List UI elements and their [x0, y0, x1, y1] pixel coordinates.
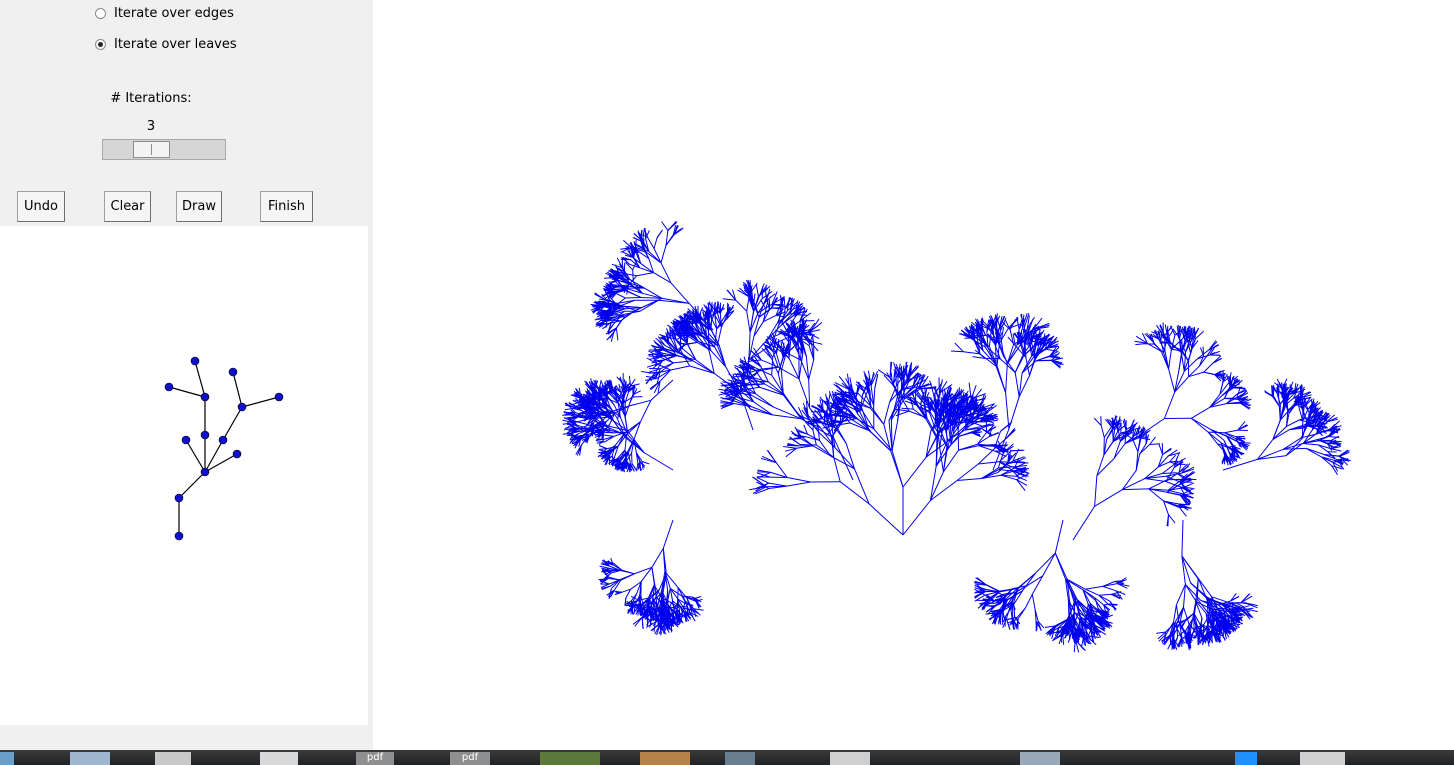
- iterations-label: # Iterations:: [110, 91, 192, 106]
- taskbar: pdf pdf: [0, 750, 1454, 765]
- taskbar-app-icon[interactable]: [830, 752, 870, 765]
- taskbar-pdf-item[interactable]: pdf: [450, 752, 490, 765]
- taskbar-app-icon[interactable]: [155, 752, 191, 765]
- fractal-drawing: [562, 221, 1351, 653]
- taskbar-app-icon[interactable]: [260, 752, 298, 765]
- radio-label-edges: Iterate over edges: [114, 5, 234, 21]
- taskbar-app-icon[interactable]: [1020, 752, 1060, 765]
- draw-button[interactable]: Draw: [176, 191, 222, 222]
- control-panel: Iterate over edges Iterate over leaves #…: [0, 0, 373, 750]
- seed-tree-graph[interactable]: [0, 226, 368, 725]
- iterations-slider[interactable]: [102, 139, 226, 160]
- taskbar-pdf-item[interactable]: pdf: [356, 752, 394, 765]
- taskbar-app-icon[interactable]: [540, 752, 600, 765]
- fractal-branches: [562, 221, 1351, 653]
- taskbar-app-icon[interactable]: [70, 752, 110, 765]
- taskbar-app-icon[interactable]: [640, 752, 690, 765]
- clear-button[interactable]: Clear: [104, 191, 151, 222]
- fractal-canvas[interactable]: [373, 0, 1454, 750]
- radio-iterate-leaves[interactable]: Iterate over leaves: [95, 36, 237, 52]
- radio-button-selected[interactable]: [95, 38, 106, 50]
- radio-button[interactable]: [95, 7, 106, 19]
- taskbar-app-icon[interactable]: [725, 752, 755, 765]
- iterations-value: 3: [146, 119, 156, 134]
- taskbar-app-icon[interactable]: [1235, 752, 1257, 765]
- taskbar-app-icon[interactable]: [1300, 752, 1345, 765]
- radio-label-leaves: Iterate over leaves: [114, 36, 237, 52]
- seed-tree-edges: [168, 360, 280, 536]
- seed-tree-canvas[interactable]: [0, 226, 368, 725]
- undo-button[interactable]: Undo: [17, 191, 65, 222]
- slider-thumb[interactable]: [133, 141, 170, 158]
- radio-iterate-edges[interactable]: Iterate over edges: [95, 5, 234, 21]
- seed-tree-nodes[interactable]: [164, 356, 284, 541]
- finish-button[interactable]: Finish: [260, 191, 313, 222]
- start-icon[interactable]: [0, 752, 14, 765]
